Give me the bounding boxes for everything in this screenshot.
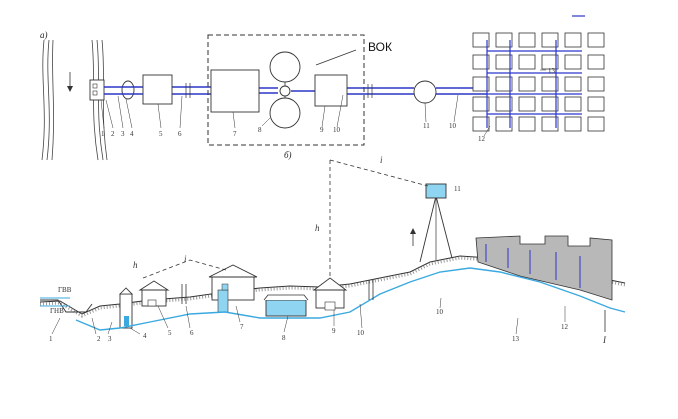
reservoir-junction — [279, 85, 291, 97]
plan-panel-label: а) — [40, 30, 48, 40]
high-water-label: ГВВ — [58, 286, 72, 294]
plan-leaders — [100, 69, 546, 137]
plan-num-3: 3 — [121, 130, 125, 138]
profile-view: б) ГВВ ГНВ — [39, 150, 626, 345]
plan-num-1: 1 — [101, 130, 105, 138]
plan-main-pipeline — [104, 86, 487, 95]
clean-water-reservoir — [265, 299, 307, 317]
profile-num-5: 5 — [168, 329, 172, 337]
plan-num-10b: 10 — [449, 122, 457, 130]
tower-height-arrow — [410, 228, 416, 246]
intake-well-water — [124, 316, 129, 326]
plan-num-13: 13 — [548, 67, 556, 75]
water-tower-tank — [425, 183, 447, 199]
profile-num-8: 8 — [282, 334, 286, 342]
profile-num-10b: 10 — [436, 308, 444, 316]
profile-num-1: 1 — [49, 335, 53, 343]
city-risers — [485, 244, 581, 288]
profile-section-mark: I — [602, 335, 607, 345]
plan-num-6: 6 — [178, 130, 182, 138]
low-water-label: ГНВ — [50, 307, 64, 315]
profile-num-7: 7 — [240, 323, 244, 331]
profile-line-i-right: i — [380, 155, 383, 165]
well-node — [121, 80, 135, 100]
station-leader — [315, 49, 357, 66]
distribution-network — [486, 40, 582, 128]
pipe-break-marks — [185, 83, 373, 98]
profile-num-10: 10 — [357, 329, 365, 337]
profile-num-13: 13 — [512, 335, 520, 343]
plan-num-9: 9 — [320, 126, 324, 134]
profile-num-4: 4 — [143, 332, 147, 340]
plan-num-8: 8 — [258, 126, 262, 134]
pump-station-2 — [314, 74, 348, 107]
city-buildings — [475, 235, 613, 301]
city-blocks — [472, 32, 605, 132]
profile-line-h-left: h — [133, 260, 138, 270]
treatment-facility — [210, 69, 260, 113]
water-tower — [419, 183, 453, 263]
plan-num-4: 4 — [130, 130, 134, 138]
profile-panel-label: б) — [284, 150, 292, 160]
riverbed — [40, 299, 93, 313]
profile-num-9: 9 — [332, 327, 336, 335]
plan-num-2: 2 — [111, 130, 115, 138]
profile-num-6: 6 — [190, 329, 194, 337]
plan-num-7: 7 — [233, 130, 237, 138]
plan-view: а) — [40, 15, 605, 161]
plan-num-12: 12 — [478, 135, 486, 143]
profile-line-i-left: i — [184, 254, 187, 264]
profile-num-3: 3 — [108, 335, 112, 343]
station-boundary — [207, 34, 365, 146]
pump-station-1 — [142, 74, 173, 105]
piezometric-lines — [142, 159, 429, 279]
intake-structure — [89, 79, 105, 101]
station-label: ВОК — [368, 40, 392, 54]
profile-num-11: 11 — [454, 185, 461, 193]
profile-break-marks — [181, 280, 606, 332]
water-tower-plan — [413, 80, 437, 104]
profile-labels: 1 2 3 4 5 6 7 8 9 10 11 10 12 13 I — [49, 185, 607, 345]
clean-water-reservoir-bottom — [269, 97, 301, 129]
profile-leaders — [51, 297, 566, 335]
clean-water-reservoir-top — [269, 51, 301, 83]
flow-arrow — [67, 72, 73, 92]
profile-line-h-right: h — [315, 223, 320, 233]
treatment-tank — [217, 289, 229, 313]
plan-num-10: 10 — [333, 126, 341, 134]
plan-num-11: 11 — [423, 122, 430, 130]
plan-num-5: 5 — [159, 130, 163, 138]
underground-conduit — [75, 267, 626, 331]
profile-num-12: 12 — [561, 323, 569, 331]
profile-num-2: 2 — [97, 335, 101, 343]
plan-labels: 1 2 3 4 5 6 7 8 9 10 11 10 12 13 — [101, 67, 556, 143]
